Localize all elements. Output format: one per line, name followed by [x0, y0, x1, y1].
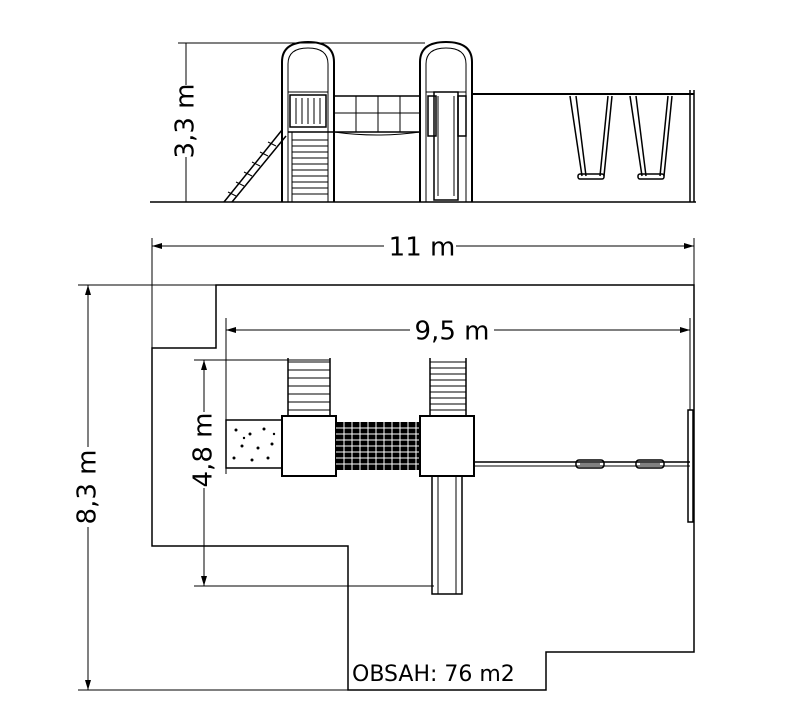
swing-frame-side — [472, 90, 695, 202]
ladder-left-plan — [287, 358, 331, 416]
inner-depth-dimension: 4,8 m — [189, 359, 434, 587]
climbing-wall-plan — [225, 419, 283, 469]
tower-right-platform — [419, 415, 475, 477]
slide-plan — [431, 475, 463, 595]
height-dimension: 3,3 m — [168, 42, 425, 203]
inner-width-dimension: 9,5 m — [225, 317, 691, 474]
ladder-right-plan — [429, 358, 467, 416]
tower-right-side — [419, 40, 473, 202]
area-label: OBSAH: 76 m2 — [352, 662, 515, 687]
swing-beam-plan — [474, 409, 694, 523]
inner-width-label: 9,5 m — [415, 317, 490, 347]
tower-left-side — [281, 40, 335, 202]
height-dimension-label: 3,3 m — [171, 84, 201, 159]
side-elevation-view: 3,3 m — [150, 40, 696, 203]
total-depth-dimension: 8,3 m — [73, 284, 348, 691]
net-bridge-side — [333, 95, 421, 136]
inner-depth-label: 4,8 m — [189, 413, 219, 488]
plan-view: 11 m 9,5 m 8,3 m — [73, 233, 695, 691]
climbing-ramp-side — [223, 129, 287, 203]
net-bridge-plan — [336, 422, 420, 470]
total-depth-label: 8,3 m — [73, 450, 103, 525]
tower-left-platform — [281, 415, 337, 477]
total-width-label: 11 m — [389, 233, 456, 263]
total-width-dimension: 11 m — [151, 233, 695, 348]
